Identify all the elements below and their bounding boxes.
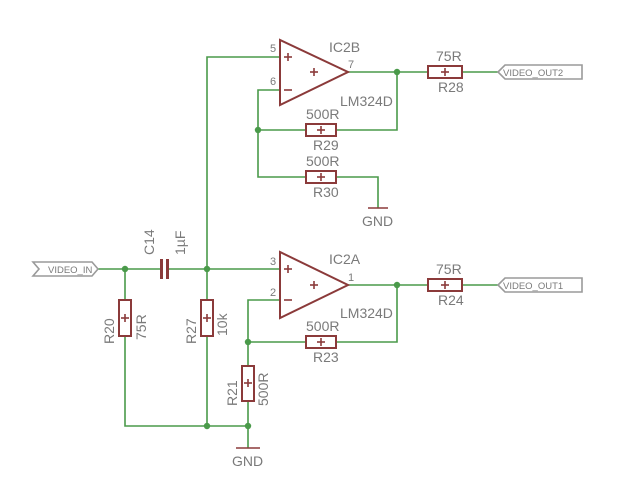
resistor-r27[interactable]: R27 10k [183, 299, 230, 344]
r29-value: 500R [306, 106, 339, 122]
ic2a-pin-out: 1 [348, 272, 354, 284]
port-video-out1-label: VIDEO_OUT1 [503, 281, 563, 292]
wires [98, 56, 498, 448]
ic2a-pin-plus: 3 [270, 256, 276, 268]
r28-name: R28 [438, 79, 464, 95]
resistor-r29[interactable]: 500R R29 [305, 106, 339, 153]
junction-dot [244, 338, 252, 346]
r24-value: 75R [436, 261, 462, 277]
resistor-r30[interactable]: 500R R30 [305, 153, 339, 200]
junction-dot [393, 68, 401, 76]
junction-dot [203, 422, 211, 430]
r24-name: R24 [438, 292, 464, 308]
r29-name: R29 [313, 137, 339, 153]
port-video-in[interactable]: VIDEO_IN [31, 261, 100, 277]
wire-ic2b-minus [257, 89, 306, 178]
port-video-out1[interactable]: VIDEO_OUT1 [496, 277, 583, 293]
resistor-r28[interactable]: 75R R28 [427, 48, 464, 95]
ic2a-name: IC2A [329, 251, 361, 267]
r28-value: 75R [436, 48, 462, 64]
ic2b-pin-plus: 5 [270, 43, 276, 55]
opamp-ic2a[interactable]: 3 2 1 IC2A LM324D [270, 250, 393, 321]
port-video-in-label: VIDEO_IN [48, 265, 92, 276]
resistor-r20[interactable]: R20 75R [101, 299, 149, 344]
r20-name: R20 [101, 318, 117, 344]
ground-top[interactable]: GND [362, 207, 393, 229]
junction-dot [203, 265, 211, 273]
port-video-out2[interactable]: VIDEO_OUT2 [496, 64, 583, 80]
junction-dot [393, 281, 401, 289]
c14-value: 1µF [172, 231, 188, 255]
ground-bottom[interactable]: GND [232, 447, 263, 469]
junctions [121, 68, 401, 430]
r30-value: 500R [306, 153, 339, 169]
wire-ic2a-minus [247, 299, 280, 366]
c14-name: C14 [141, 229, 157, 255]
junction-dot [254, 126, 262, 134]
resistor-r23[interactable]: 500R R23 [305, 318, 339, 365]
resistor-r21[interactable]: R21 500R [224, 365, 271, 406]
r27-value: 10k [214, 312, 230, 336]
ic2b-pin-minus: 6 [270, 76, 276, 88]
c14-plate-right [166, 259, 169, 279]
wire-bus-ic2b [206, 56, 280, 269]
r23-name: R23 [313, 349, 339, 365]
wire-r29-right [336, 72, 398, 131]
ic2b-name: IC2B [329, 39, 360, 55]
c14-plate-left [160, 259, 163, 279]
wire-r23-right [336, 285, 398, 343]
junction-dot [244, 422, 252, 430]
r21-value: 500R [255, 373, 271, 406]
wire-r30-gnd [336, 176, 379, 208]
ic2b-pin-out: 7 [348, 59, 354, 71]
r30-name: R30 [313, 184, 339, 200]
resistor-r24[interactable]: 75R R24 [427, 261, 464, 308]
ground-top-label: GND [362, 213, 393, 229]
r21-name: R21 [224, 380, 240, 406]
r23-value: 500R [306, 318, 339, 334]
ground-bottom-label: GND [232, 453, 263, 469]
port-video-out2-label: VIDEO_OUT2 [503, 68, 563, 79]
ic2b-part: LM324D [340, 93, 393, 109]
ic2a-part: LM324D [340, 305, 393, 321]
ic2a-pin-minus: 2 [270, 287, 276, 299]
junction-dot [121, 265, 129, 273]
opamp-ic2b[interactable]: 5 6 7 IC2B LM324D [270, 38, 393, 109]
r20-value: 75R [133, 314, 149, 340]
r27-name: R27 [183, 318, 199, 344]
capacitor-c14[interactable]: C14 1µF [141, 229, 188, 279]
